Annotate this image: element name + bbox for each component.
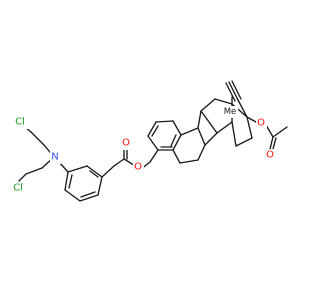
acetate-carbonyl-oxygen-label: O (266, 150, 274, 161)
nitrogen-label: N (51, 152, 58, 163)
ester-link-oxygen-label: O (134, 162, 142, 173)
chlorine-label-bottom: Cl (13, 183, 23, 194)
atom-labels: Cl Cl N O O O O Me (9, 106, 276, 195)
molecule-diagram: Cl Cl N O O O O Me (9, 80, 288, 202)
ester-carbonyl-oxygen-label: O (122, 138, 130, 149)
methyl-label: Me (224, 107, 237, 117)
molecule-svg: Cl Cl N O O O O Me (9, 80, 288, 202)
bond-lines (18, 80, 288, 202)
chlorine-label-top: Cl (15, 117, 25, 128)
acetate-link-oxygen-label: O (257, 118, 265, 129)
